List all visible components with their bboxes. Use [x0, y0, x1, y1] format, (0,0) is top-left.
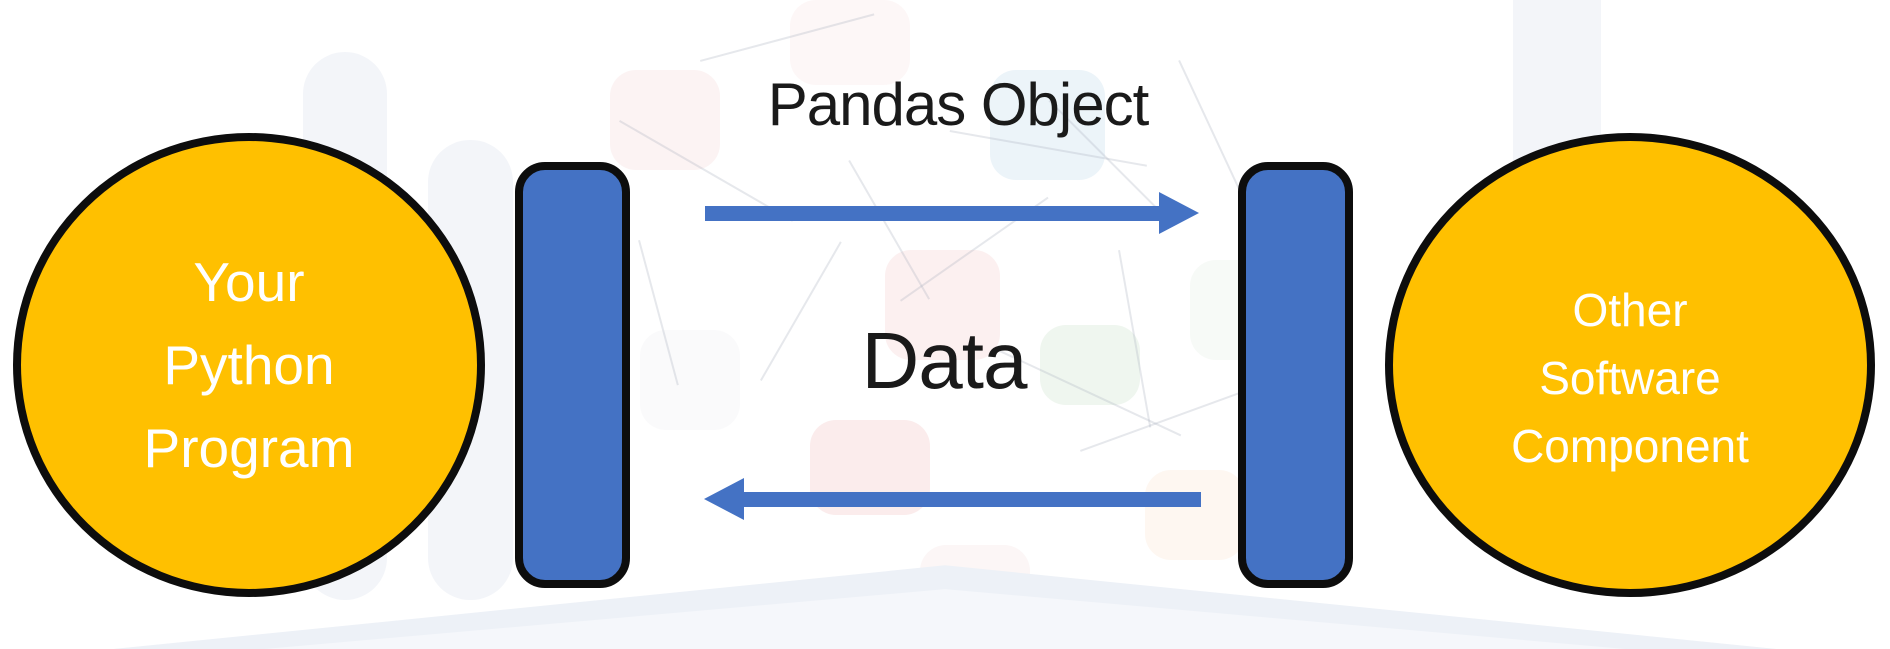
arrow-head [704, 478, 744, 520]
interface-bar-right [1238, 162, 1353, 588]
node-label-line: Your [193, 250, 305, 313]
arrow-left-icon [704, 478, 1201, 520]
watermark-blob [1145, 470, 1245, 560]
watermark-blob [1040, 325, 1140, 405]
node-other-software-component: Other Software Component [1385, 133, 1875, 597]
arrow-head [1159, 192, 1199, 234]
watermark-blob [790, 0, 910, 85]
watermark-blob [990, 70, 1105, 180]
node-label-line: Other [1572, 284, 1688, 336]
node-label-line: Software [1539, 352, 1721, 404]
flow-label-pandas-object: Pandas Object [767, 71, 1150, 138]
interface-bar-left [515, 162, 630, 588]
node-your-python-program: Your Python Program [13, 133, 485, 597]
watermark-blob [885, 250, 1000, 360]
flow-label-data: Data [861, 316, 1028, 405]
node-label: Your Python Program [144, 241, 355, 490]
arrow-shaft [743, 492, 1201, 507]
watermark-blob [610, 70, 720, 170]
arrow-shaft [705, 206, 1161, 221]
node-label: Other Software Component [1511, 276, 1749, 480]
node-label-line: Python [163, 333, 335, 396]
watermark-blob [640, 330, 740, 430]
arrow-right-icon [705, 192, 1199, 234]
node-label-line: Program [143, 416, 355, 479]
node-label-line: Component [1511, 420, 1749, 472]
